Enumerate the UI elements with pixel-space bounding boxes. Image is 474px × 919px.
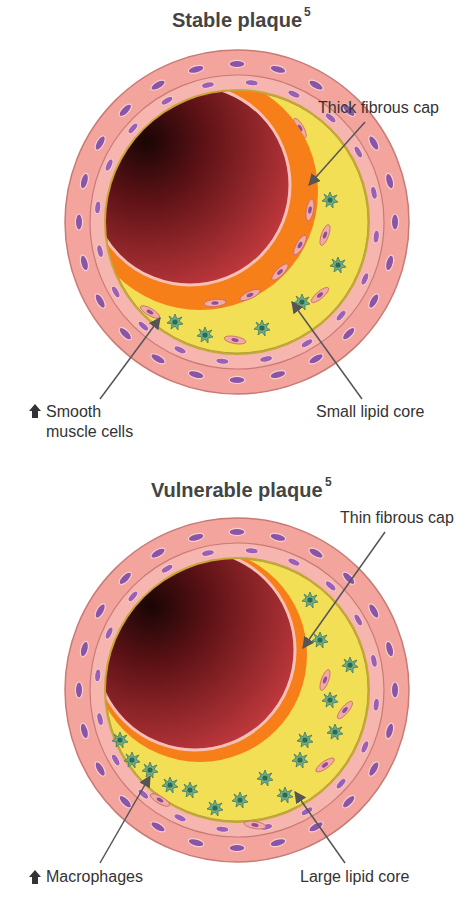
- increase-arrow: [29, 404, 41, 884]
- callout-label: Thick fibrous cap: [318, 98, 439, 118]
- fibrous-cap: [93, 548, 307, 762]
- reference-number: 5: [325, 475, 332, 489]
- panel-title: Stable plaque: [172, 8, 302, 32]
- callout-label: Large lipid core: [300, 867, 409, 887]
- panel-title: Vulnerable plaque: [151, 478, 323, 502]
- callout-label: Thin fibrous cap: [340, 508, 454, 528]
- leader-lines: [100, 122, 385, 863]
- lumen: [90, 85, 290, 285]
- vulnerable-vessel: [65, 518, 409, 862]
- callout-label: Macrophages: [46, 867, 143, 887]
- callout-label: Smooth muscle cells: [46, 402, 156, 442]
- reference-number: 5: [304, 5, 311, 19]
- callout-label: Small lipid core: [316, 402, 424, 422]
- fibrous-cap: [82, 74, 318, 310]
- lumen: [95, 550, 295, 750]
